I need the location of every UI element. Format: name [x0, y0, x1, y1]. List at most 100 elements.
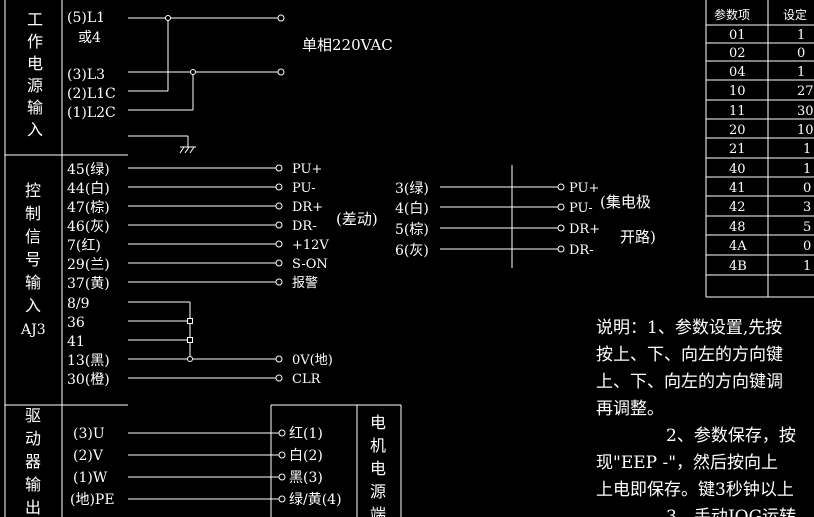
drive-pin: (3)U — [73, 426, 105, 442]
param-header: 设定 — [783, 7, 807, 22]
terminal-node — [557, 245, 565, 253]
terminal-node — [278, 495, 286, 503]
motor-char: 电 — [370, 413, 386, 432]
group-control-char: 信 — [25, 227, 41, 246]
group-power-char: 入 — [27, 120, 43, 139]
diff-label: (差动) — [336, 210, 378, 228]
param-code: 4A — [729, 239, 747, 254]
encoder-signal: DR+ — [569, 222, 600, 237]
param-code: 4B — [729, 259, 747, 274]
junction-dot — [187, 356, 193, 362]
group-drive-char: 出 — [25, 498, 41, 517]
control-pin: 47(棕) — [67, 200, 110, 216]
control-pin: 45(绿) — [67, 162, 110, 178]
group-drive-char: 驱 — [25, 406, 41, 425]
terminal-node — [275, 278, 283, 286]
encoder-signal: PU- — [569, 201, 593, 216]
param-value: 0 — [803, 181, 811, 196]
control-signal: DR+ — [292, 200, 323, 215]
motor-pin: 白(2) — [289, 448, 323, 464]
control-signal: DR- — [292, 219, 317, 234]
terminal-node — [278, 451, 286, 459]
terminal-node — [557, 224, 565, 232]
power-pin: (1)L2C — [67, 105, 116, 121]
control-signal: +12V — [292, 238, 329, 253]
terminal-node — [275, 374, 283, 382]
power-section: (5)L1 或4 (3)L3 (2)L1C (1)L2C 单相220VAC — [67, 10, 393, 154]
motor-pin: 黑(3) — [289, 470, 323, 486]
drive-pin: (地)PE — [70, 492, 115, 508]
terminal-node — [278, 473, 286, 481]
terminal-node — [275, 259, 283, 267]
control-signal: S-ON — [292, 257, 328, 272]
encoder-signal: DR- — [569, 243, 594, 258]
note-line: 现"EEP -"，然后按向上 — [596, 453, 778, 473]
control-signal: 0V(地) — [292, 353, 333, 368]
param-code: 48 — [729, 220, 746, 235]
note-line: 3、手动JOG运转 — [666, 507, 796, 517]
note-line: 上电即保存。键3秒钟以上 — [596, 480, 794, 500]
note-line: 上、下、向左的方向键调 — [596, 372, 783, 392]
control-pin: 8/9 — [67, 296, 90, 312]
terminal-node — [275, 202, 283, 210]
terminal-node — [275, 183, 283, 191]
group-drive-char: 器 — [25, 452, 41, 471]
power-pin: (2)L1C — [67, 86, 116, 102]
control-pin: 37(黄) — [67, 275, 110, 292]
param-code: 04 — [729, 65, 746, 80]
group-control-char: 控 — [25, 181, 41, 200]
param-code: 42 — [729, 200, 746, 215]
control-pin: 30(橙) — [67, 372, 110, 388]
param-code: 40 — [729, 162, 746, 177]
motor-char: 源 — [370, 482, 386, 501]
control-pin: 13(黑) — [67, 353, 110, 369]
group-power-label: 工 作 电 源 输 入 — [27, 10, 43, 139]
motor-char: 端 — [370, 505, 386, 517]
encoder-pin: 5(棕) — [395, 222, 429, 238]
group-control-char: AJ3 — [20, 322, 46, 338]
motor-char: 电 — [370, 459, 386, 478]
param-value: 3 — [803, 200, 811, 215]
group-power-char: 源 — [27, 76, 43, 95]
power-pin: 或4 — [78, 30, 101, 46]
param-code: 01 — [729, 28, 746, 43]
terminal-node — [275, 164, 283, 172]
group-drive-char: 动 — [25, 429, 41, 448]
param-value: 1 — [797, 28, 805, 43]
control-signal: 报警 — [292, 275, 318, 291]
param-code: 10 — [729, 84, 746, 99]
power-label: 单相220VAC — [302, 36, 393, 54]
open-collector-label: 开路) — [620, 228, 656, 246]
param-value: 5 — [803, 220, 811, 235]
junction-dot — [187, 318, 193, 324]
motor-pin: 绿/黄(4) — [289, 491, 342, 508]
param-value: 1 — [803, 142, 811, 157]
motor-char: 机 — [370, 436, 386, 455]
terminal-node — [275, 221, 283, 229]
power-pin: (5)L1 — [67, 10, 105, 26]
left-frame — [4, 0, 128, 517]
param-code: 11 — [729, 104, 746, 119]
param-value: 0 — [803, 239, 811, 254]
note-line: 再调整。 — [596, 399, 664, 419]
terminal-node — [277, 68, 285, 76]
junction-dot — [187, 337, 193, 343]
param-value: 1 — [803, 162, 811, 177]
encoder-section: 3(绿) 4(白) 5(棕) 6(灰) PU+ PU- DR+ DR- (集电极… — [395, 165, 656, 268]
param-code: 21 — [729, 142, 746, 157]
terminal-node — [275, 355, 283, 363]
notes: 说明：1、参数设置,先按 按上、下、向左的方向键 上、下、向左的方向键调 再调整… — [596, 318, 796, 517]
control-pin: 46(灰) — [67, 219, 110, 235]
group-control-char: 入 — [25, 296, 41, 315]
control-pin: 44(白) — [67, 181, 110, 197]
group-power-char: 工 — [27, 10, 43, 29]
drive-pin: (1)W — [73, 470, 108, 486]
group-control-char: 号 — [25, 250, 41, 269]
param-value: 1 — [803, 259, 811, 274]
group-drive-char: 输 — [25, 475, 41, 494]
group-drive-label: 驱 动 器 输 出 — [25, 406, 41, 517]
control-pin: 7(红) — [67, 238, 101, 254]
control-pin: 41 — [67, 334, 85, 350]
control-pin: 29(兰) — [67, 257, 110, 273]
